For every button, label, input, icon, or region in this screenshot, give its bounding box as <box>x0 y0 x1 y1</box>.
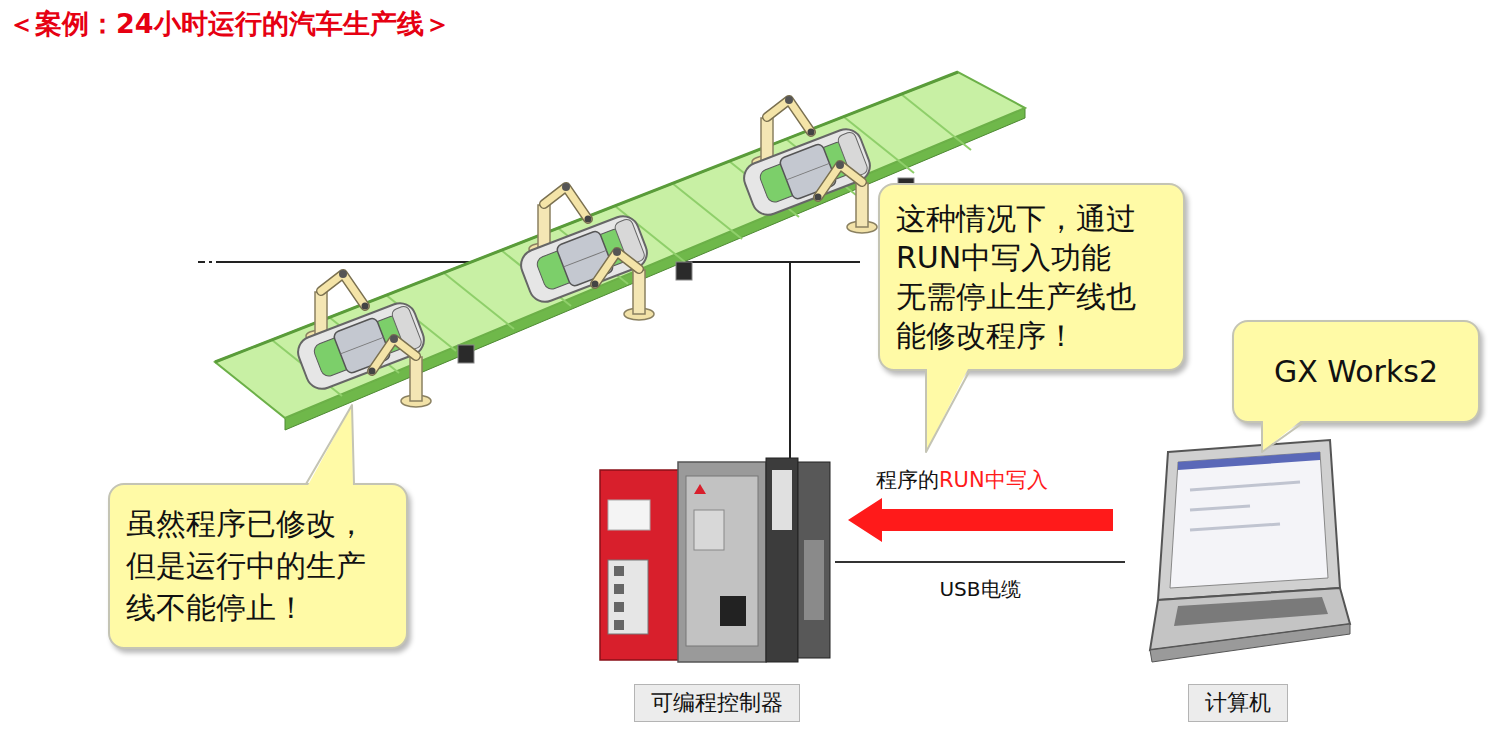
plc-device: 可编程控制器 <box>598 450 835 722</box>
robot-shape <box>592 248 655 320</box>
bubble-tail-outline <box>306 405 354 484</box>
conveyor-rail <box>215 72 958 362</box>
laptop-keyboard <box>1174 597 1328 626</box>
robot <box>369 335 432 407</box>
bubble-tail-outline <box>1262 422 1304 452</box>
conveyor-slats <box>272 94 971 396</box>
computer-device: 计算机 <box>1125 438 1350 722</box>
network-wire <box>209 261 212 263</box>
laptop-lid <box>1158 440 1340 600</box>
plc-io-module <box>766 458 798 662</box>
bubble-tail-outline <box>926 370 970 452</box>
screen-line <box>1190 524 1280 530</box>
plc-screw <box>614 602 624 612</box>
plc-usb-port <box>720 596 746 626</box>
laptop-screen <box>1170 452 1328 588</box>
bubble-text: GX Works2 <box>1252 352 1460 391</box>
plc-slot <box>804 540 824 620</box>
speech-bubble: GX Works2 <box>1232 320 1480 423</box>
plc-logo <box>694 484 706 494</box>
edge-label: USB电缆 <box>935 576 1024 603</box>
plc-sticker <box>608 500 650 530</box>
page-title: ＜案例：24小时运行的汽车生产线＞ <box>8 6 451 42</box>
laptop-titlebar <box>1178 452 1320 470</box>
plc-cpu-front <box>686 476 758 646</box>
robot <box>815 161 878 233</box>
slat <box>672 183 742 239</box>
arrow-caption: RUN中写入 <box>939 466 1048 494</box>
robot <box>592 248 655 320</box>
bubble-tail-fill <box>926 367 969 452</box>
plc-led-panel <box>694 510 724 550</box>
cable-line <box>835 561 1125 563</box>
laptop-front <box>1150 624 1350 662</box>
network-wire <box>198 261 205 263</box>
bubble-tail-fill <box>307 405 353 487</box>
arrow-caption: 程序的 <box>876 466 939 494</box>
device-label: 计算机 <box>1188 684 1288 722</box>
robot-shape <box>815 161 878 233</box>
plc-screw <box>614 566 624 576</box>
control-panel <box>458 345 474 363</box>
bubble-text: 虽然程序已修改， 但是运行中的生产 线不能停止！ <box>126 503 390 629</box>
slat <box>444 273 514 329</box>
network-wire <box>789 262 791 458</box>
speech-bubble: 这种情况下，通过 RUN中写入功能 无需停止生产线也 能修改程序！ <box>878 183 1185 371</box>
screen-line <box>1190 506 1250 510</box>
speech-bubble: 虽然程序已修改， 但是运行中的生产 线不能停止！ <box>108 483 408 649</box>
robot-shape <box>369 335 432 407</box>
plc-screw <box>614 620 624 630</box>
write-arrow <box>848 498 1113 542</box>
device-label: 可编程控制器 <box>634 684 800 722</box>
plc-end-cover <box>798 462 830 658</box>
bubble-tail-fill <box>1262 419 1303 452</box>
control-panel <box>676 262 692 280</box>
plc-cpu <box>678 462 766 662</box>
screen-line <box>1190 482 1300 490</box>
slat <box>901 94 971 150</box>
plc-terminal <box>608 560 648 634</box>
plc-io-label <box>772 470 792 530</box>
plc-screw <box>614 584 624 594</box>
plc-power-module <box>600 470 680 660</box>
bubble-text: 这种情况下，通过 RUN中写入功能 无需停止生产线也 能修改程序！ <box>896 199 1167 355</box>
